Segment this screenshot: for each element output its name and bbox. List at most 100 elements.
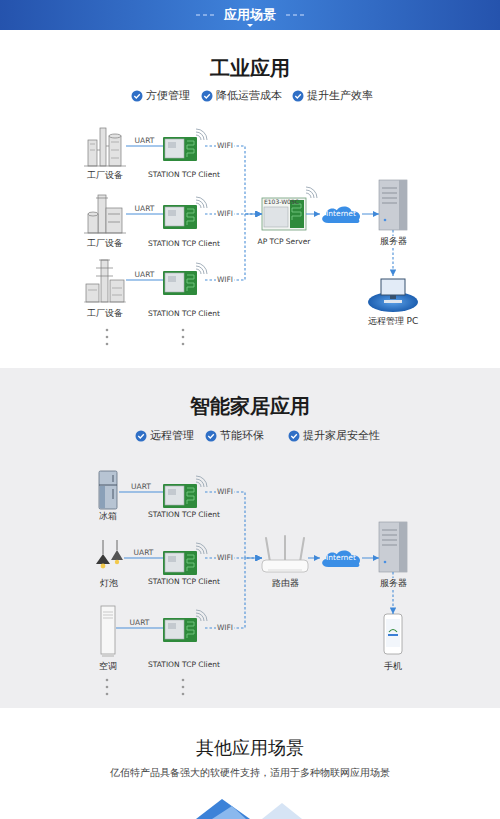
station-module: STATION TCP Client	[163, 545, 205, 575]
phone-icon	[386, 619, 400, 647]
check-icon	[138, 434, 144, 438]
factory-equipment	[84, 146, 126, 166]
node-text: E103-W05C	[264, 199, 299, 205]
lamp-icon	[111, 550, 123, 560]
continuation-dots	[182, 693, 185, 696]
router: 路由器	[262, 536, 308, 576]
air-conditioner-icon	[102, 654, 114, 657]
continuation-dots	[106, 693, 109, 696]
station-module: STATION TCP Client	[163, 265, 205, 295]
scene-thumbnail	[196, 799, 302, 819]
lamp-icon	[96, 554, 110, 564]
edge-label: UART	[130, 483, 152, 491]
factory-equipment	[100, 128, 106, 166]
node-label: 服务器	[378, 578, 409, 588]
phone-icon	[389, 630, 397, 633]
edge-label: WIFI	[216, 488, 234, 496]
feature-text: 方便管理	[146, 89, 190, 102]
continuation-dots	[182, 686, 185, 689]
factory-equipment	[90, 142, 119, 158]
remote-pc-icon	[390, 295, 396, 299]
server: 服务器	[379, 522, 407, 572]
node-label: 空调	[97, 661, 119, 671]
feature-text: 远程管理	[150, 429, 194, 442]
node-label: 工厂设备	[85, 308, 125, 318]
edge-label: UART	[134, 137, 156, 145]
scene-thumbnail	[262, 803, 302, 819]
factory-equipment	[84, 198, 126, 233]
station-module: STATION TCP Client	[163, 612, 205, 642]
smart-home-band	[0, 368, 500, 708]
check-icon	[206, 431, 217, 442]
fridge-icon	[99, 471, 117, 509]
remote-pc: 远程管理 PC	[368, 276, 418, 312]
section-title: 工业应用	[210, 56, 290, 80]
edge-label: UART	[129, 619, 151, 627]
lamp-icon	[115, 560, 119, 564]
link-line	[126, 214, 163, 215]
phone: 手机	[383, 614, 403, 654]
continuation-dots	[106, 343, 109, 346]
edge-label: UART	[134, 271, 156, 279]
link-line	[362, 558, 379, 559]
remote-pc-icon	[368, 292, 418, 312]
section-title: 其他应用场景	[196, 737, 304, 759]
wifi-link	[205, 146, 262, 214]
ap-module	[292, 204, 301, 220]
continuation-dots	[182, 679, 185, 682]
check-icon	[291, 434, 297, 438]
ap-module	[262, 187, 317, 230]
factory-equipment	[110, 280, 124, 302]
continuation-dots	[182, 343, 185, 346]
continuation-dots	[106, 679, 109, 682]
link-line	[308, 558, 320, 559]
phone-icon	[388, 634, 398, 636]
edge-label: WIFI	[216, 624, 234, 632]
router-icon	[262, 536, 308, 572]
node-label: 手机	[382, 661, 404, 671]
fridge: 冰箱	[97, 470, 119, 510]
lamp-icon	[101, 564, 106, 569]
node-text: Internet	[320, 210, 362, 218]
factory-equipment	[84, 128, 126, 166]
factory-equipment	[84, 288, 126, 302]
factory-equipment	[84, 195, 126, 233]
edge-label: WIFI	[216, 276, 234, 284]
illustration	[163, 197, 207, 229]
edge-label: UART	[133, 549, 155, 557]
illustration	[163, 129, 207, 161]
remote-pc-icon	[368, 279, 418, 312]
illustration	[379, 522, 407, 572]
factory-equipment	[98, 195, 106, 233]
node-text: Internet	[320, 554, 362, 562]
check-icon	[136, 431, 147, 442]
feature-text: 提升家居安全性	[303, 429, 380, 442]
link-line	[119, 492, 163, 493]
scene-thumbnail	[196, 799, 250, 819]
link-line	[124, 558, 163, 559]
node-label: 灯泡	[98, 578, 120, 588]
factory-device: 工厂设备	[84, 125, 126, 167]
link-line	[362, 214, 379, 215]
node-label: 工厂设备	[85, 238, 125, 248]
air-conditioner-icon	[103, 612, 113, 618]
node-label: 服务器	[378, 236, 409, 246]
factory-equipment	[84, 260, 126, 302]
router-icon	[266, 536, 304, 562]
check-icon	[293, 91, 304, 102]
factory-equipment	[88, 214, 98, 233]
edge-label: UART	[134, 205, 156, 213]
phone-icon	[384, 614, 402, 654]
edge-label: WIFI	[216, 210, 234, 218]
illustration	[163, 263, 207, 295]
subtitle-text: 亿佰特产品具备强大的软硬件支持，适用于多种物联网应用场景	[110, 767, 390, 779]
illustration	[163, 476, 207, 508]
illustration	[379, 180, 407, 230]
node-label: AP TCP Server	[256, 238, 313, 247]
router-icon	[262, 560, 308, 572]
factory-equipment	[109, 136, 121, 166]
station-module: STATION TCP Client	[163, 478, 205, 508]
air-conditioner-icon	[101, 606, 115, 654]
station-module: STATION TCP Client	[163, 199, 205, 229]
node-label: 冰箱	[97, 511, 119, 521]
